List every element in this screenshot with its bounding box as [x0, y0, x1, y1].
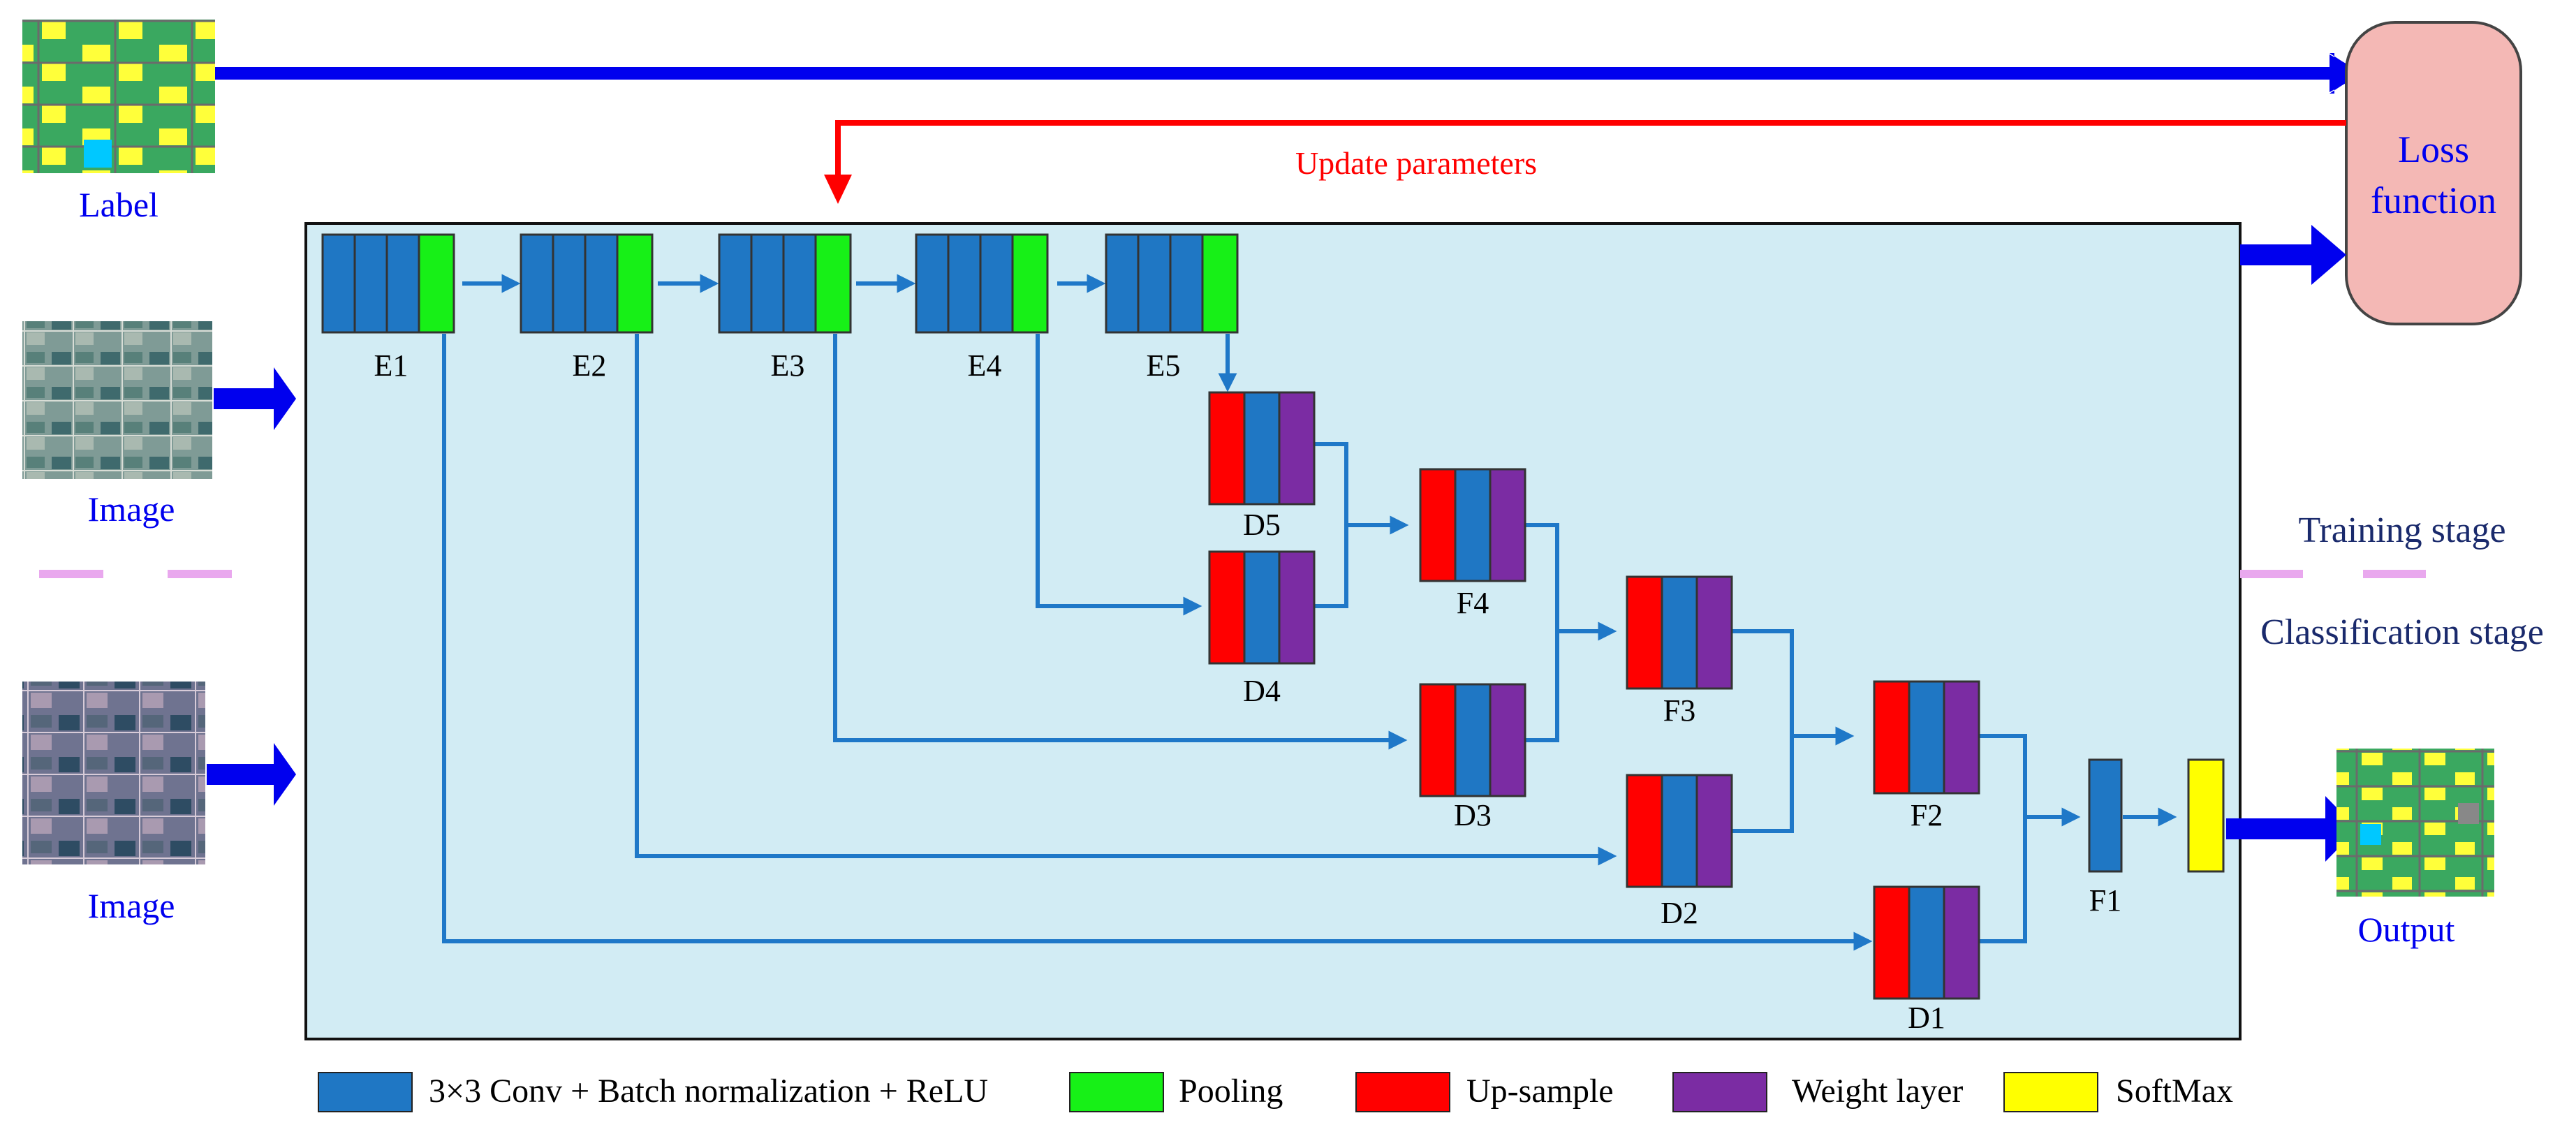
block-d1-weight — [1943, 885, 1980, 1000]
block-label-f2: F2 — [1911, 798, 1943, 832]
encoder-e1-conv — [321, 233, 356, 334]
encoder-e1-pool — [418, 233, 455, 334]
legend-weight-label: Weight layer — [1792, 1073, 1963, 1110]
encoder-e4-conv — [947, 233, 982, 334]
legend-weight-swatch — [1672, 1072, 1767, 1112]
classification-image-arrow — [207, 743, 296, 806]
encoder-e1-conv — [353, 233, 388, 334]
legend-softmax-swatch — [2003, 1072, 2098, 1112]
block-label-f3: F3 — [1663, 693, 1695, 728]
block-label-d2: D2 — [1661, 896, 1698, 930]
training-image-caption: Image — [88, 489, 175, 529]
block-d2-upsample — [1626, 774, 1663, 888]
encoder-e2-conv — [552, 233, 587, 334]
update-parameters-label: Update parameters — [1295, 145, 1537, 181]
block-d3-conv — [1454, 683, 1492, 797]
block-label-e5: E5 — [1147, 348, 1181, 383]
block-label-f1: F1 — [2089, 883, 2121, 918]
encoder-e2-conv — [520, 233, 554, 334]
encoder-e4-conv — [979, 233, 1014, 334]
block-label-d5: D5 — [1243, 508, 1281, 542]
block-label-f4: F4 — [1457, 586, 1489, 620]
encoder-e5-conv — [1169, 233, 1204, 334]
block-f4-conv — [1454, 468, 1492, 582]
classification-image-caption: Image — [88, 886, 175, 925]
block-f2-conv — [1908, 680, 1945, 795]
block-d5-weight — [1278, 391, 1316, 506]
loss-line1: Loss — [2398, 128, 2469, 170]
legend-pool-swatch — [1069, 1072, 1164, 1112]
block-d2-conv — [1661, 774, 1698, 888]
update-parameters-arrow — [824, 120, 2346, 204]
softmax-block — [2187, 758, 2225, 873]
encoder-e3-conv — [750, 233, 785, 334]
connectors — [442, 274, 2177, 951]
block-f2-upsample — [1873, 680, 1911, 795]
classification-stage-label: Classification stage — [2260, 612, 2544, 652]
encoder-e1-conv — [385, 233, 420, 334]
block-d4-weight — [1278, 550, 1316, 665]
encoder-e4-conv — [915, 233, 950, 334]
label-image — [22, 20, 215, 173]
block-d3-upsample — [1419, 683, 1457, 797]
block-f3-weight — [1695, 575, 1733, 690]
block-label-e3: E3 — [771, 348, 805, 383]
block-label-d4: D4 — [1243, 674, 1281, 708]
loss-line2: function — [2371, 179, 2496, 221]
training-image — [22, 321, 212, 479]
block-f4-upsample — [1419, 468, 1457, 582]
encoder-e5-pool — [1201, 233, 1239, 334]
encoder-e3-conv — [782, 233, 817, 334]
blocks — [321, 233, 2123, 1000]
legend-conv-label: 3×3 Conv + Batch normalization + ReLU — [429, 1073, 988, 1110]
block-label-d3: D3 — [1454, 798, 1492, 832]
encoder-e2-pool — [616, 233, 654, 334]
block-label-d1: D1 — [1908, 1001, 1945, 1035]
block-d1-upsample — [1873, 885, 1911, 1000]
loss-function-box: Loss function — [2345, 21, 2522, 325]
encoder-e5-conv — [1105, 233, 1140, 334]
block-f3-conv — [1661, 575, 1698, 690]
output-image — [2336, 749, 2494, 897]
block-d2-weight — [1695, 774, 1733, 888]
legend-softmax-label: SoftMax — [2116, 1073, 2233, 1110]
block-d4-conv — [1243, 550, 1281, 665]
legend-upsample-swatch — [1355, 1072, 1450, 1112]
training-image-arrow — [214, 367, 296, 430]
panel-to-loss-arrow — [2240, 225, 2346, 285]
legend-pool-label: Pooling — [1179, 1073, 1283, 1110]
encoder-e5-conv — [1137, 233, 1172, 334]
block-d1-conv — [1908, 885, 1945, 1000]
block-d5-conv — [1243, 391, 1281, 506]
block-label-e2: E2 — [573, 348, 607, 383]
block-f2-weight — [1943, 680, 1980, 795]
legend-conv-swatch — [318, 1072, 413, 1112]
legend: 3×3 Conv + Batch normalization + ReLU Po… — [318, 1072, 2233, 1112]
block-label-e1: E1 — [374, 348, 409, 383]
block-d4-upsample — [1208, 550, 1246, 665]
encoder-e2-conv — [584, 233, 619, 334]
output-caption: Output — [2358, 910, 2455, 949]
label-to-loss-arrow — [215, 53, 2364, 94]
block-d5-upsample — [1208, 391, 1246, 506]
encoder-e3-conv — [718, 233, 753, 334]
training-stage-label: Training stage — [2298, 510, 2505, 550]
block-f4-weight — [1489, 468, 1526, 582]
block-f3-upsample — [1626, 575, 1663, 690]
legend-upsample-label: Up-sample — [1466, 1073, 1614, 1110]
block-label-e4: E4 — [968, 348, 1002, 383]
block-f1-conv — [2088, 758, 2123, 873]
encoder-e4-pool — [1011, 233, 1049, 334]
encoder-e3-pool — [814, 233, 852, 334]
block-d3-weight — [1489, 683, 1526, 797]
label-caption: Label — [79, 185, 159, 224]
classification-image — [22, 682, 205, 864]
